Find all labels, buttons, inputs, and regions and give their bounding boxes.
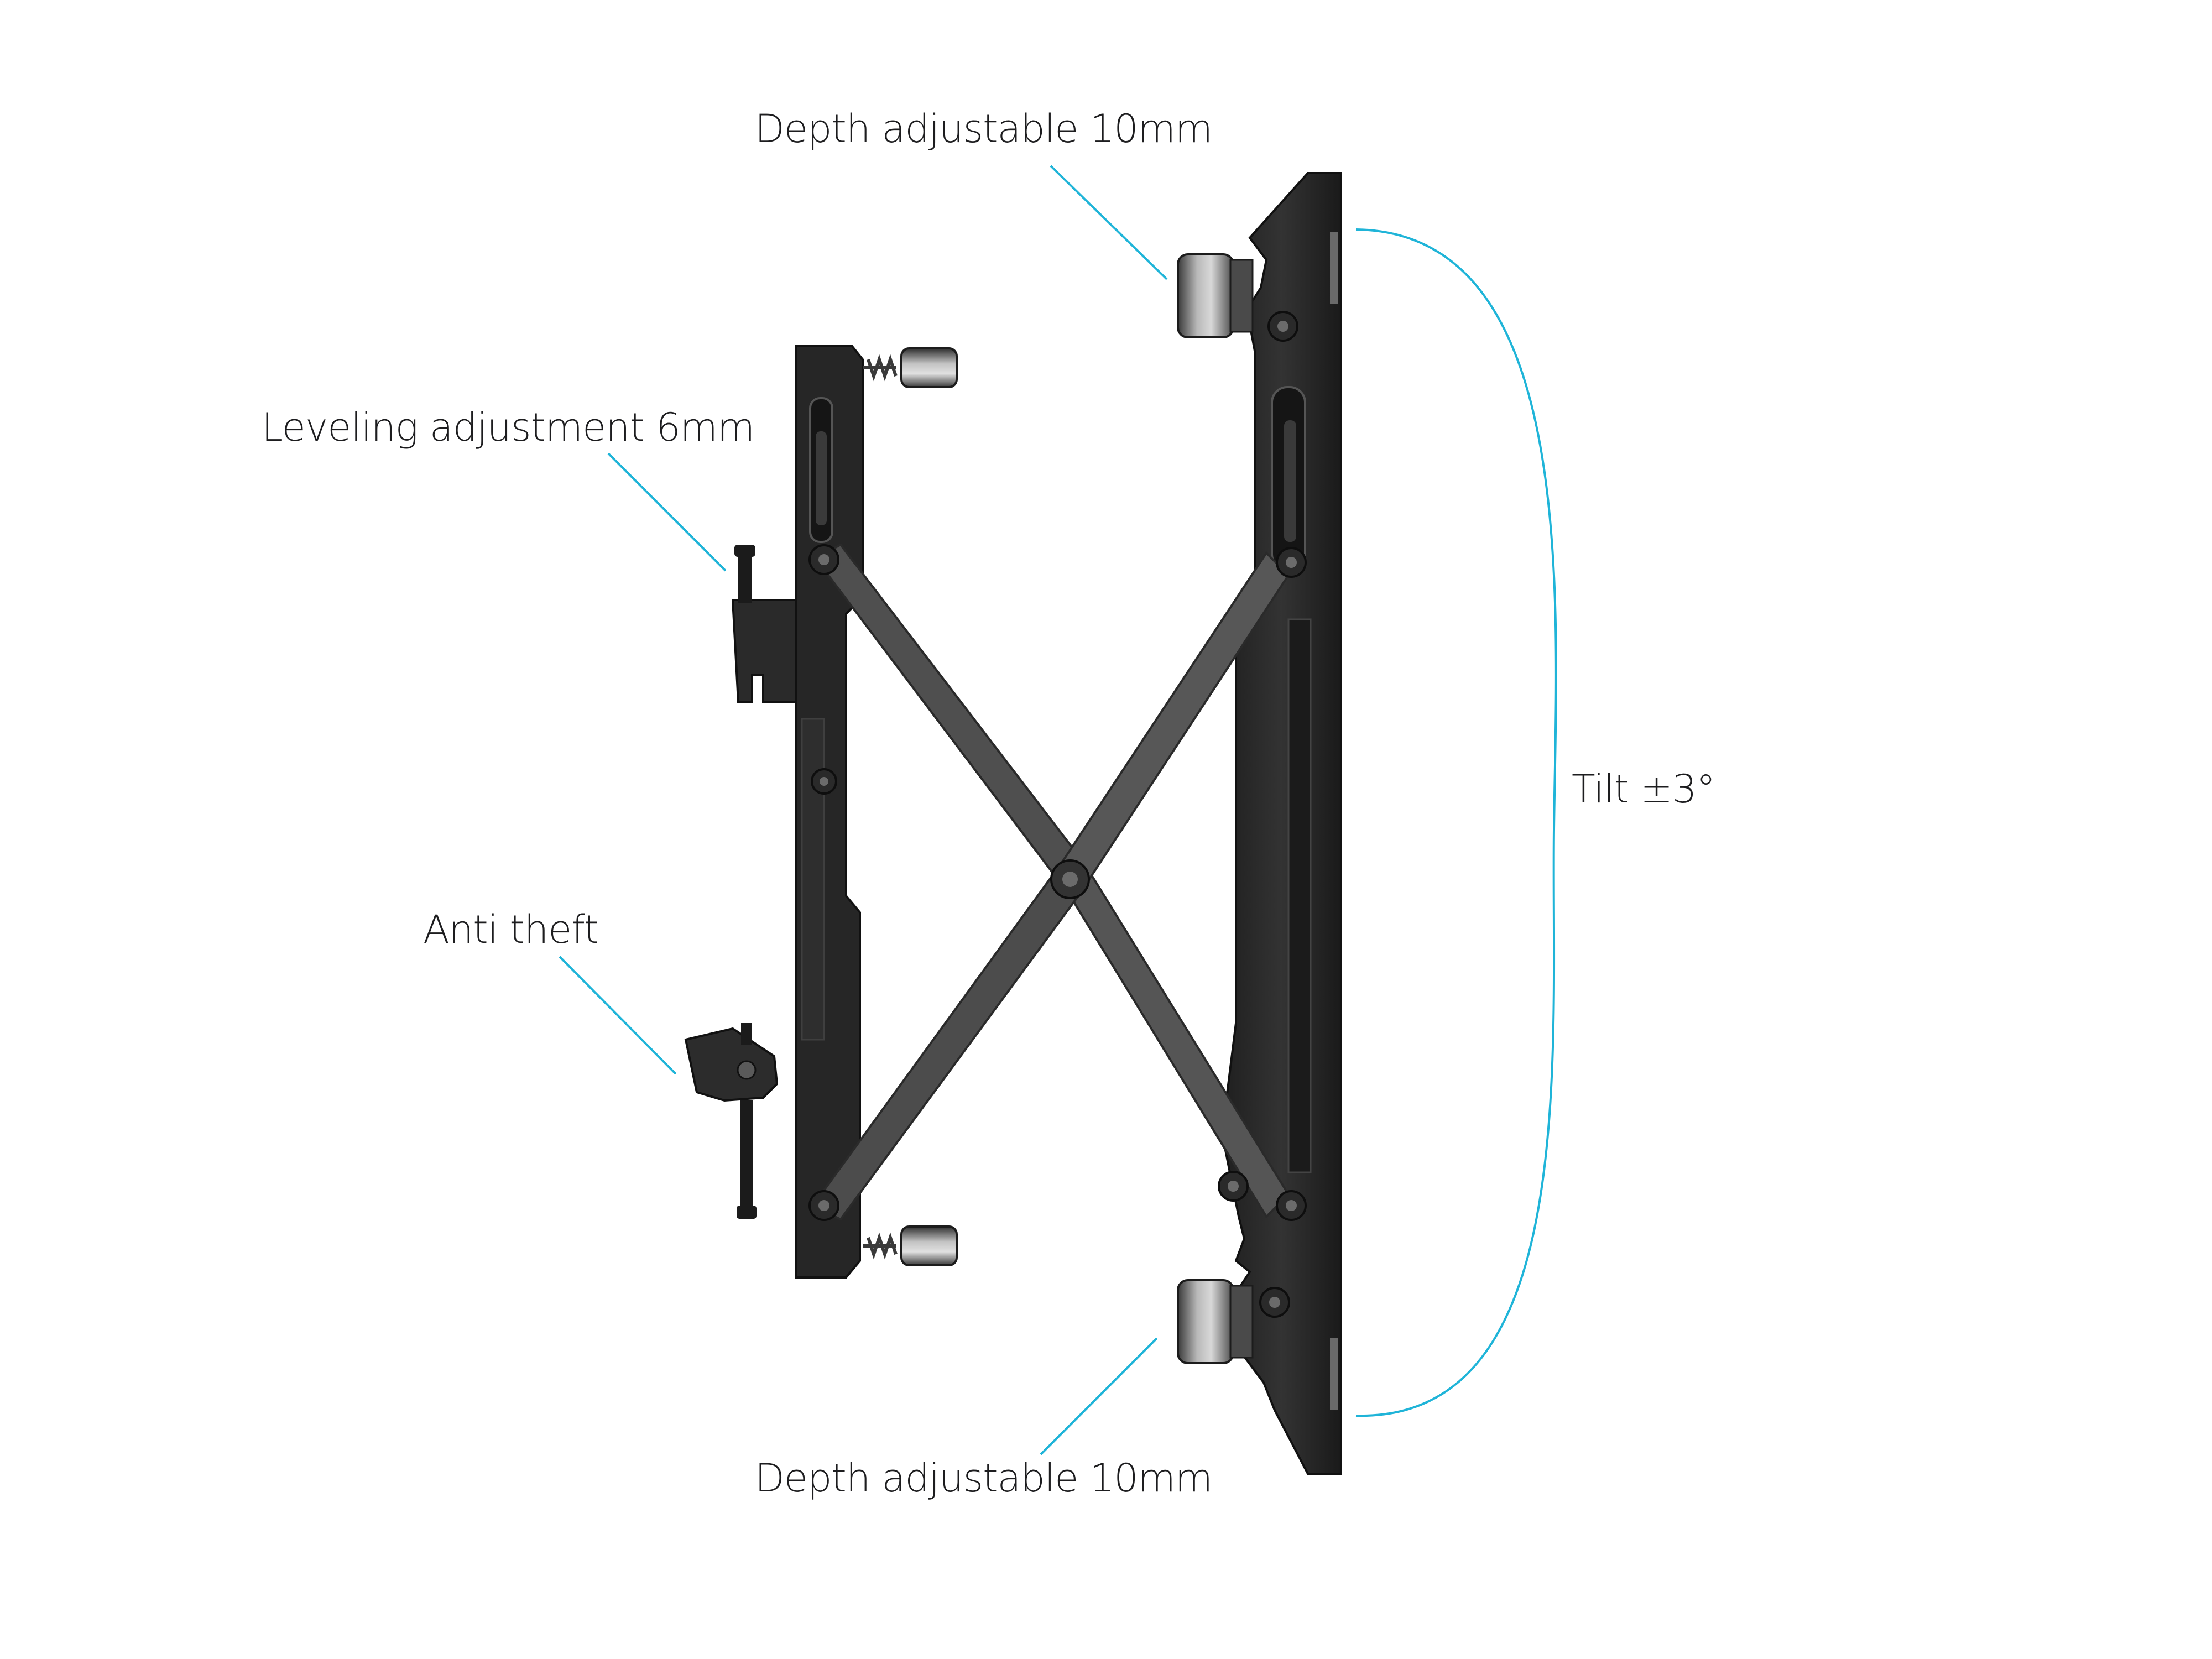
depth-knob-top [1177,253,1254,338]
callout-line-depth-bottom [1040,1337,1158,1455]
left-mount-rail [684,345,864,1279]
callout-line-anti-theft [559,956,677,1075]
callout-line-leveling [607,452,727,572]
tilt-label: Tilt ±3° [1572,766,1715,812]
spring-knob-bottom [863,1225,958,1266]
depth-adjustable-top-label: Depth adjustable 10mm [755,106,1213,152]
callout-line-depth-top [1050,165,1168,280]
right-mount-panel [1220,172,1342,1475]
callout-lines [559,165,1557,1455]
anti-theft-label: Anti theft [423,907,599,952]
leveling-adjustment-label: Leveling adjustment 6mm [262,405,755,450]
tilt-arc [1355,228,1557,1417]
depth-knob-bottom [1177,1279,1254,1364]
spring-knob-top [863,347,958,388]
depth-adjustable-bottom-label: Depth adjustable 10mm [755,1455,1213,1501]
